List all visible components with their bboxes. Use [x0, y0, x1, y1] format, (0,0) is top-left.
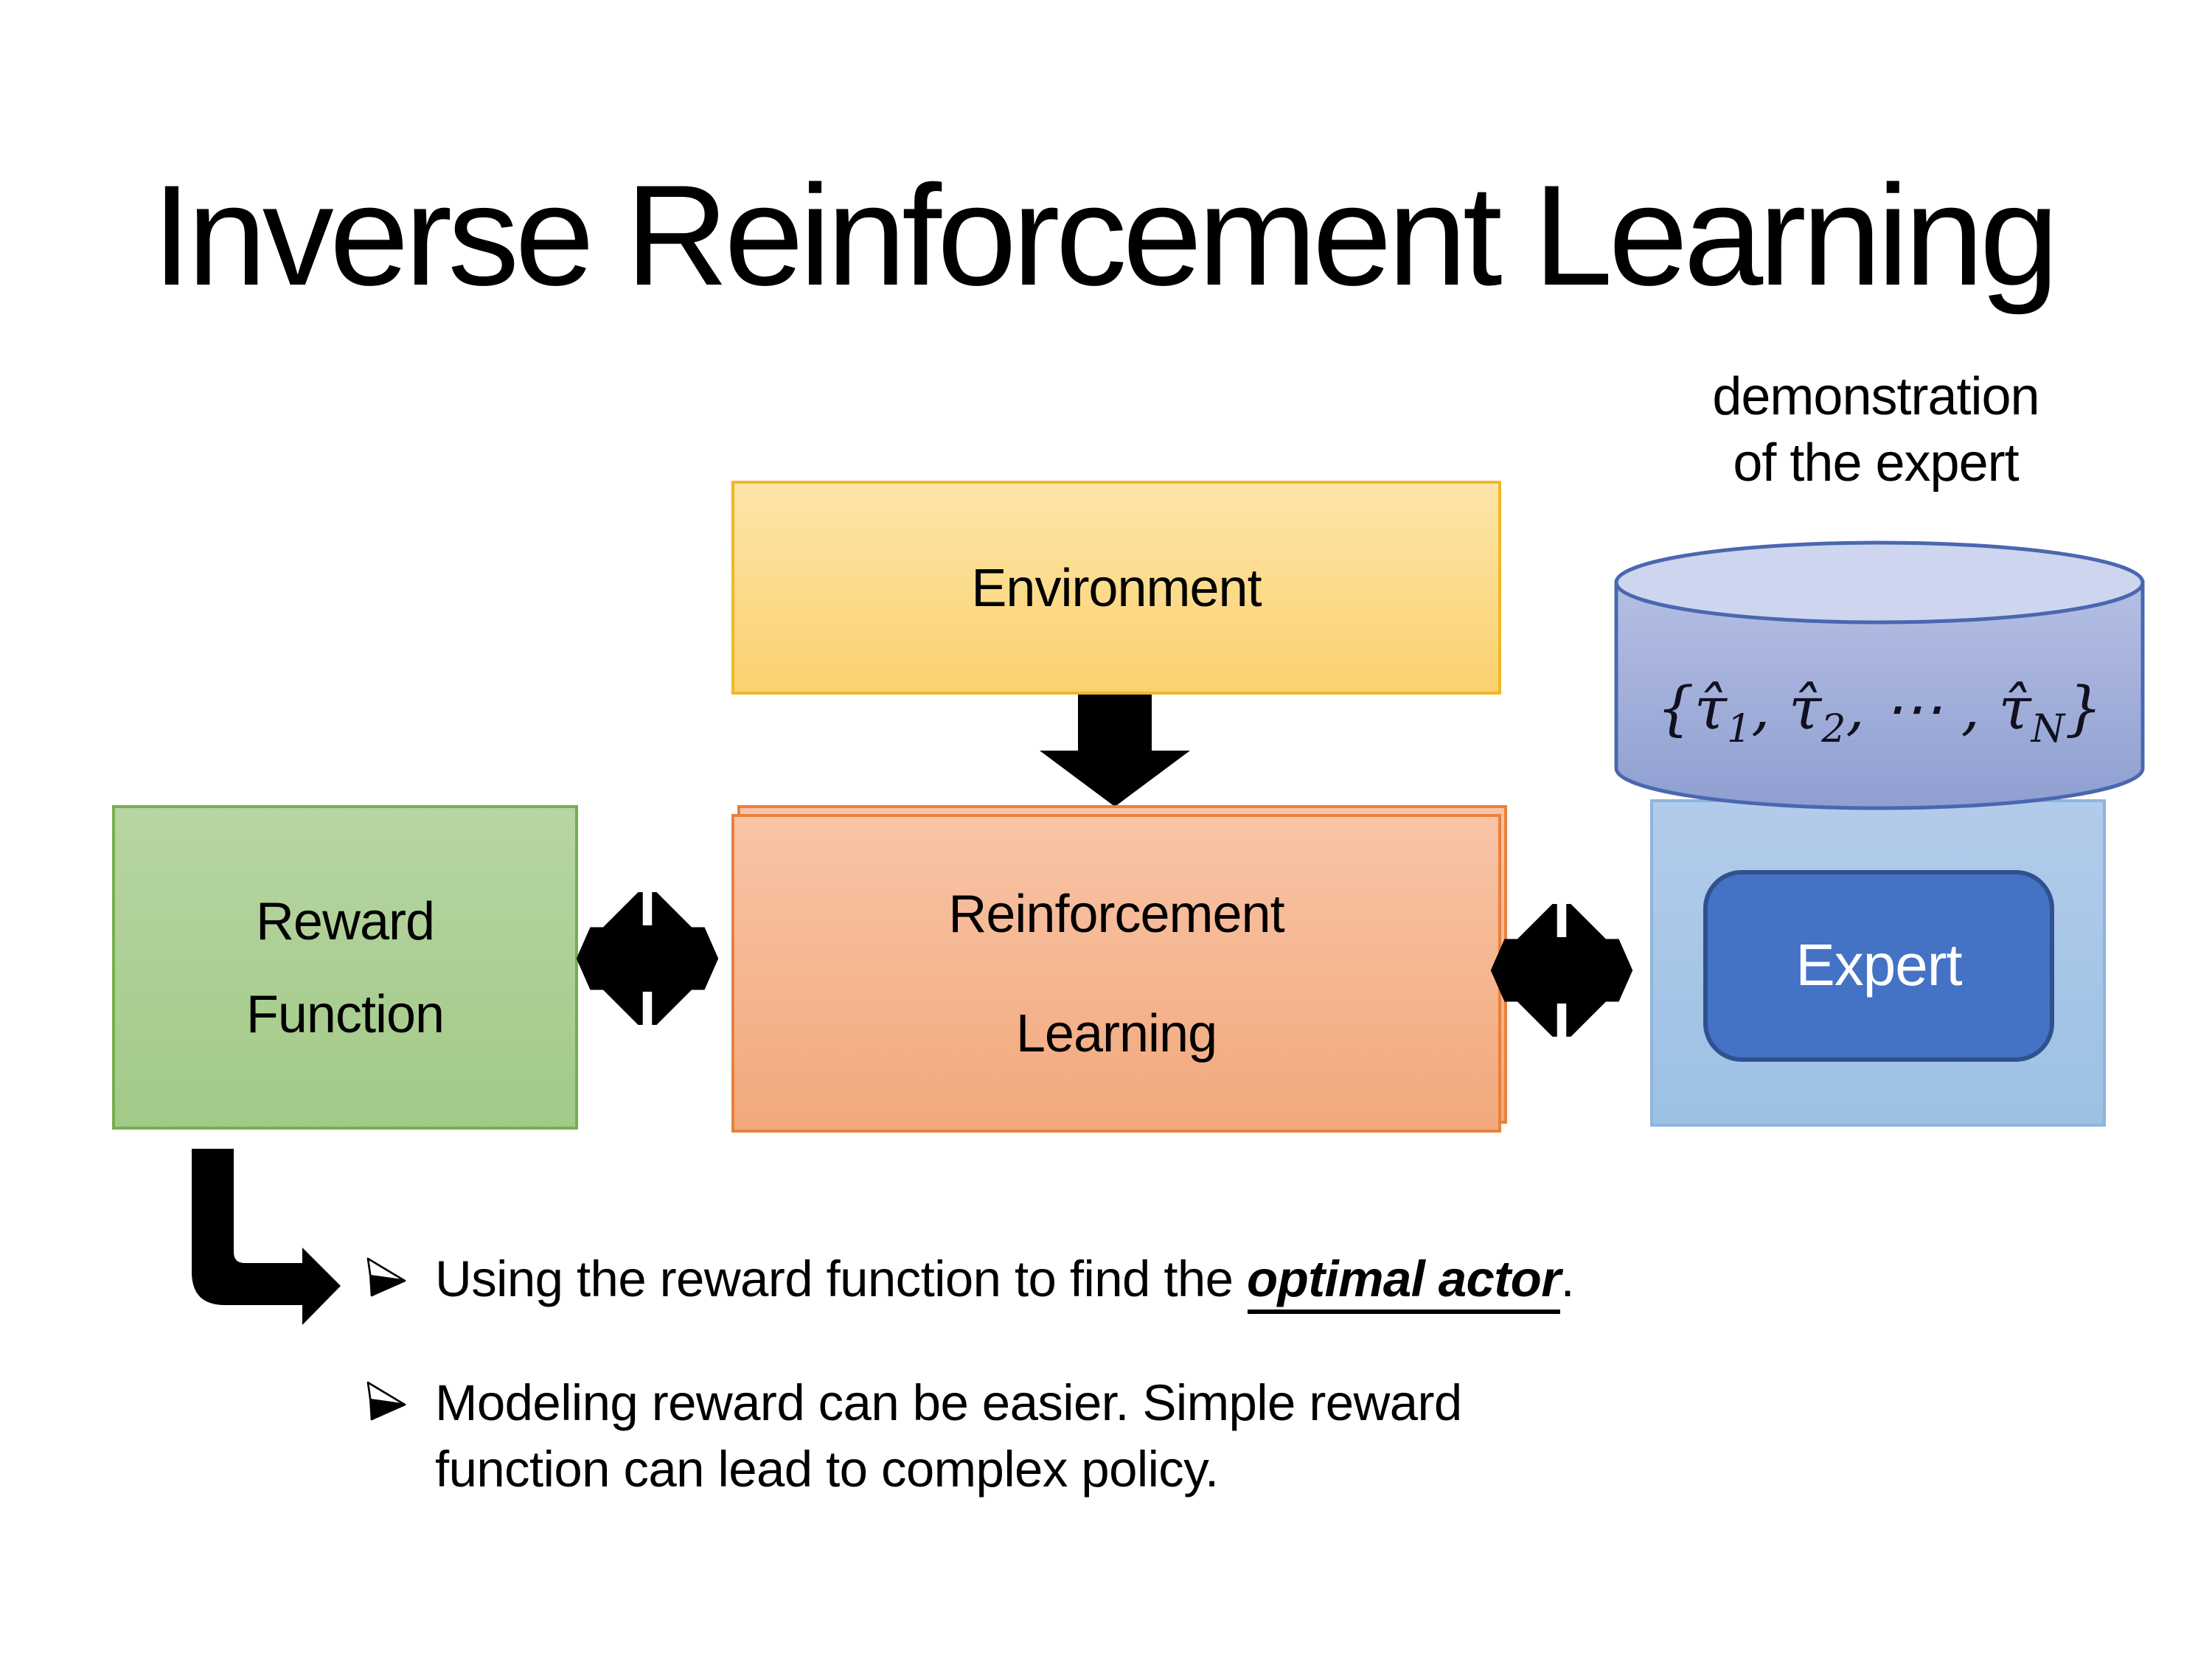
trajectory-expr-sub2: 2 — [1821, 708, 1846, 752]
expert-label: Expert — [1795, 933, 1962, 998]
down-arrow-icon — [1040, 695, 1190, 807]
trajectory-expr-part3: , ⋯ , τ̂ — [1846, 675, 2031, 743]
reinforcement-learning-label-line1: Reinforcement — [948, 883, 1284, 944]
bullet-2-line1: Modeling reward can be easier. Simple re… — [435, 1376, 1462, 1432]
reinforcement-learning-label-line2: Learning — [1015, 1003, 1217, 1063]
database-cylinder-icon: {τ̂1, τ̂2, ⋯ , τ̂N} — [1613, 540, 2146, 811]
bullet-1-after: . — [1560, 1252, 1575, 1308]
expert-box: Expert — [1703, 870, 2054, 1062]
trajectory-expr-subN: N — [2031, 708, 2065, 752]
double-arrow-right-icon — [1490, 897, 1633, 1044]
bullet-1-emphasis: optimal actor — [1247, 1252, 1561, 1314]
bullet-arrowhead-icon — [366, 1381, 406, 1421]
page-title: Inverse Reinforcement Learning — [152, 155, 2059, 316]
bullet-item-1: Using the reward function to find the op… — [364, 1248, 1575, 1314]
reward-function-label-line1: Reward — [255, 891, 435, 951]
demonstration-caption: demonstration of the expert — [1596, 363, 2156, 495]
bullet-1-before: Using the reward function to find the — [435, 1252, 1248, 1308]
double-arrow-left-icon — [576, 885, 719, 1032]
reinforcement-learning-box: Reinforcement Learning — [731, 814, 1501, 1133]
trajectory-expr-part1: {τ̂ — [1656, 675, 1727, 743]
environment-label: Environment — [971, 557, 1262, 617]
elbow-arrow-icon — [192, 1149, 341, 1325]
demonstration-caption-line1: demonstration — [1712, 366, 2039, 426]
cylinder-shape — [1614, 540, 2145, 810]
bullet-2-line2: function can lead to complex policy. — [435, 1441, 1219, 1498]
reward-function-label-line2: Function — [246, 984, 445, 1044]
bullet-2-text: Modeling reward can be easier. Simple re… — [435, 1371, 1462, 1503]
reward-function-box: Reward Function — [112, 805, 578, 1130]
trajectory-expr-part2: , τ̂ — [1751, 675, 1822, 743]
trajectory-expr-part4: } — [2065, 675, 2103, 743]
trajectory-set-expression: {τ̂1, τ̂2, ⋯ , τ̂N} — [1613, 675, 2146, 749]
trajectory-expr-sub1: 1 — [1727, 708, 1752, 752]
bullet-item-2: Modeling reward can be easier. Simple re… — [364, 1371, 1462, 1503]
bullet-1-text: Using the reward function to find the op… — [435, 1248, 1575, 1314]
demonstration-caption-line2: of the expert — [1733, 432, 2019, 493]
bullet-arrowhead-icon — [366, 1257, 406, 1297]
environment-box: Environment — [731, 481, 1501, 695]
